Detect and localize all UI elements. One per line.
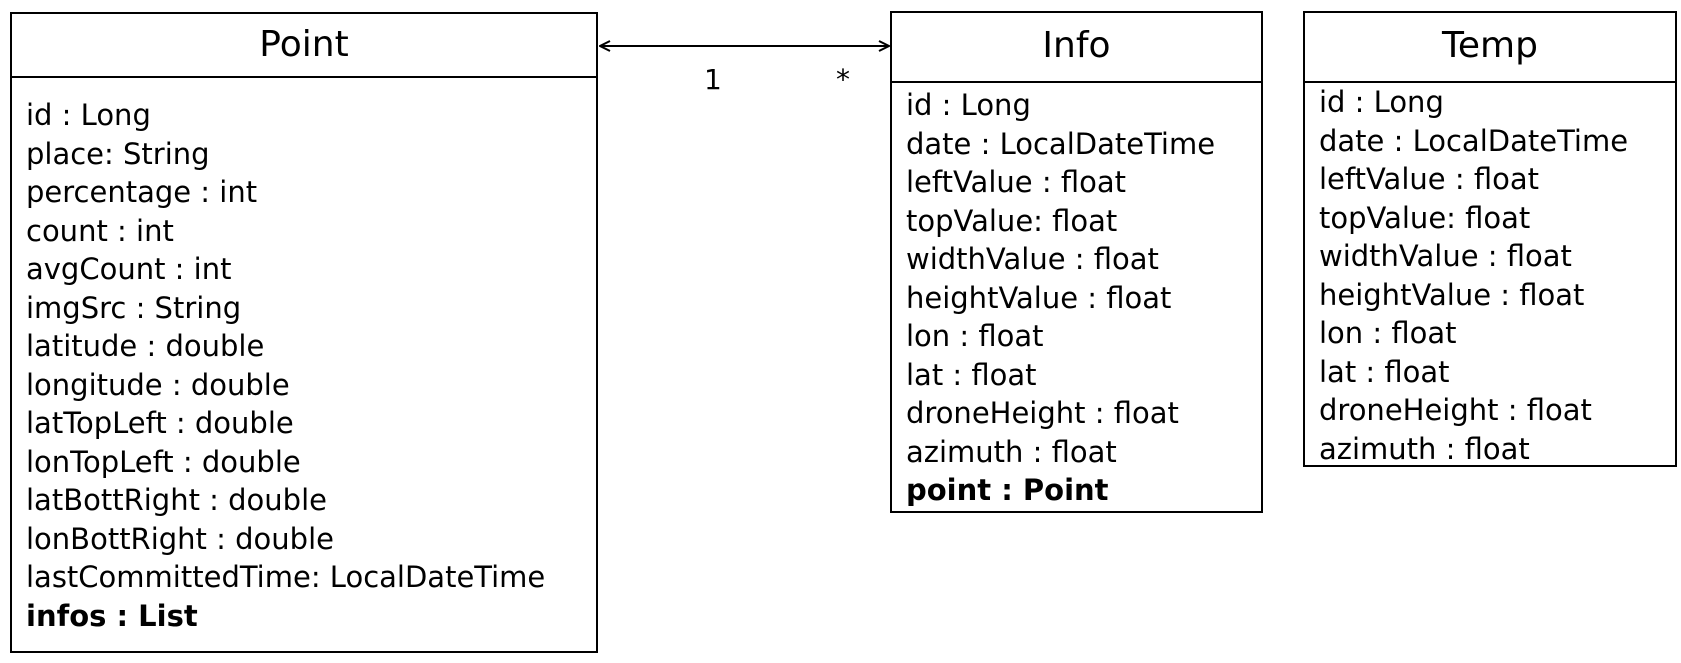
- info-attribute: id : Long: [906, 88, 1031, 122]
- point-attribute: latTopLeft : double: [26, 406, 294, 440]
- point-attribute: place: String: [26, 136, 210, 171]
- info-attribute: point : Point: [906, 473, 1109, 507]
- temp-attribute: lon : float: [1319, 316, 1457, 350]
- info-attribute: heightValue : float: [906, 280, 1172, 315]
- temp-attribute: id : Long: [1319, 85, 1444, 119]
- class-point: Point id : Long place: String percentage :…: [10, 12, 598, 653]
- temp-attribute: azimuth : float: [1319, 431, 1530, 466]
- class-info-attributes: id : Long date : LocalDateTime leftValue :…: [892, 83, 1261, 510]
- temp-attribute: lat : float: [1319, 354, 1450, 389]
- class-point-attributes: id : Long place: String percentage : int co…: [12, 78, 596, 635]
- point-attribute: id : Long: [26, 98, 151, 132]
- class-info: Info id : Long date : LocalDateTime leftVa…: [890, 11, 1263, 513]
- target-multiplicity-label: *: [836, 63, 850, 96]
- temp-attribute: widthValue : float: [1319, 239, 1572, 273]
- source-multiplicity-label: 1: [704, 63, 722, 96]
- info-attribute: droneHeight : float: [906, 396, 1179, 430]
- point-attribute: imgSrc : String: [26, 290, 242, 325]
- info-attribute: lon : float: [906, 319, 1044, 353]
- info-attribute: azimuth : float: [906, 434, 1117, 469]
- info-attribute: lat : float: [906, 357, 1037, 392]
- point-attribute: percentage : int: [26, 175, 258, 209]
- class-temp: Temp id : Long date : LocalDateTime leftVa…: [1303, 11, 1677, 467]
- point-attribute: lastCommittedTime: LocalDateTime: [26, 560, 546, 594]
- point-attribute: infos : List: [26, 598, 198, 633]
- point-attribute: avgCount : int: [26, 252, 232, 286]
- class-point-title: Point: [12, 14, 596, 78]
- point-attribute: longitude : double: [26, 367, 290, 402]
- point-attribute: lonBottRight : double: [26, 521, 334, 556]
- temp-attribute: droneHeight : float: [1319, 393, 1592, 427]
- info-attribute: leftValue : float: [906, 165, 1126, 199]
- point-attribute: latBottRight : double: [26, 483, 327, 517]
- temp-attribute: topValue: float: [1319, 200, 1531, 235]
- temp-attribute: date : LocalDateTime: [1319, 123, 1629, 158]
- point-attribute: lonTopLeft : double: [26, 444, 301, 479]
- info-attribute: topValue: float: [906, 203, 1118, 238]
- point-attribute: latitude : double: [26, 329, 265, 363]
- class-temp-attributes: id : Long date : LocalDateTime leftValue :…: [1305, 83, 1675, 468]
- info-attribute: widthValue : float: [906, 242, 1159, 276]
- class-info-title: Info: [892, 13, 1261, 83]
- point-attribute: count : int: [26, 213, 174, 248]
- temp-attribute: heightValue : float: [1319, 277, 1585, 312]
- info-attribute: date : LocalDateTime: [906, 126, 1216, 161]
- temp-attribute: leftValue : float: [1319, 162, 1539, 196]
- class-temp-title: Temp: [1305, 13, 1675, 83]
